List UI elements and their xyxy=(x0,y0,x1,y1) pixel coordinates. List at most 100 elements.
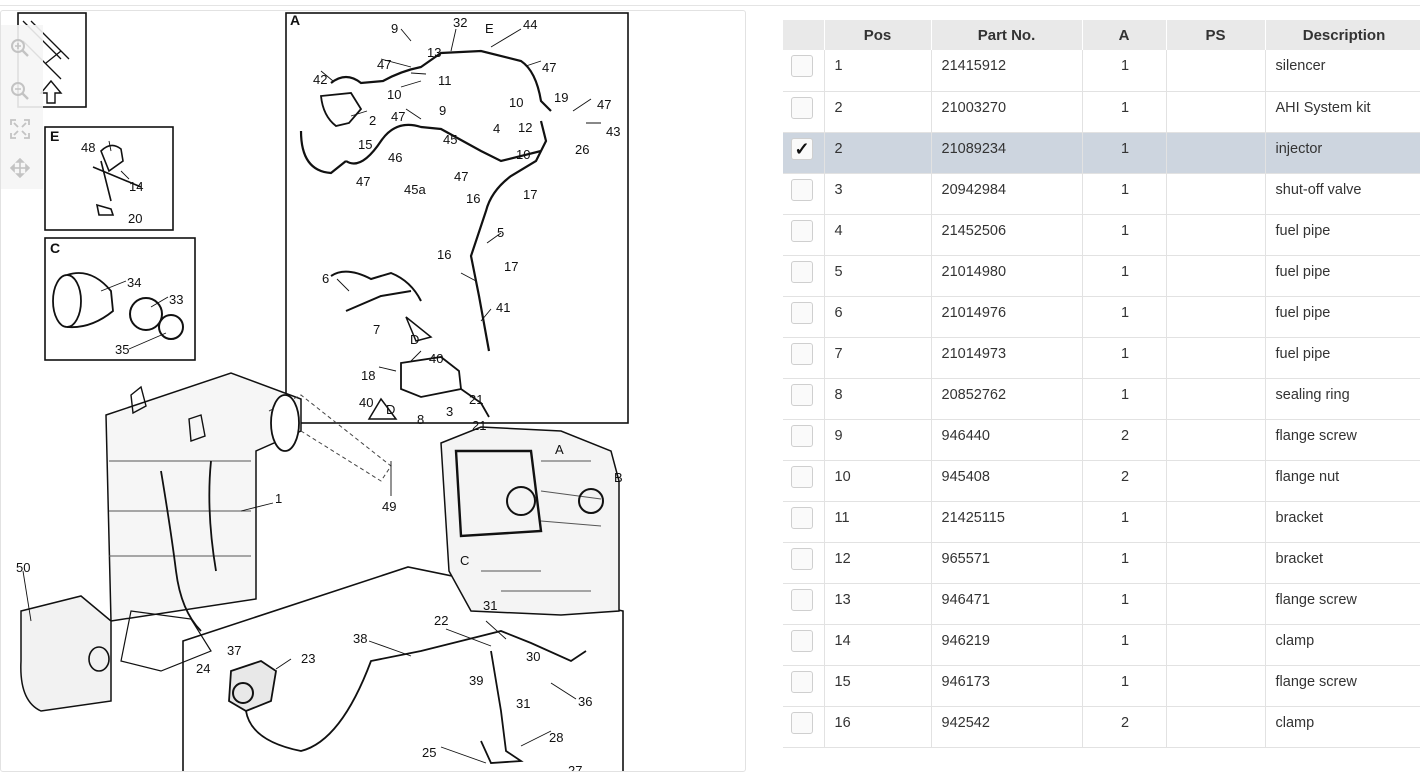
diagram-callout[interactable]: 2 xyxy=(369,113,376,128)
diagram-callout[interactable]: 35 xyxy=(115,342,129,357)
diagram-callout[interactable]: 16 xyxy=(466,191,480,206)
header-pos[interactable]: Pos xyxy=(824,20,932,50)
diagram-callout[interactable]: 8 xyxy=(417,412,424,427)
diagram-callout[interactable]: 47 xyxy=(454,169,468,184)
diagram-callout[interactable]: B xyxy=(614,470,623,485)
zoom-out-button[interactable] xyxy=(7,78,33,104)
diagram-callout[interactable]: 18 xyxy=(361,368,375,383)
diagram-callout[interactable]: 39 xyxy=(469,673,483,688)
diagram-callout[interactable]: 15 xyxy=(358,137,372,152)
header-a[interactable]: A xyxy=(1082,20,1167,50)
row-checkbox[interactable] xyxy=(791,711,813,734)
diagram-callout[interactable]: 38 xyxy=(353,631,367,646)
diagram-callout[interactable]: 10 xyxy=(509,95,523,110)
diagram-callout[interactable]: 31 xyxy=(483,598,497,613)
diagram-callout[interactable]: 17 xyxy=(504,259,518,274)
diagram-callout[interactable]: 17 xyxy=(523,187,537,202)
header-part-no[interactable]: Part No. xyxy=(931,20,1083,50)
diagram-callout[interactable]: 23 xyxy=(301,651,315,666)
diagram-callout[interactable]: 20 xyxy=(128,211,142,226)
diagram-callout[interactable]: 28 xyxy=(549,730,563,745)
diagram-callout[interactable]: 36 xyxy=(578,694,592,709)
diagram-callout[interactable]: 16 xyxy=(437,247,451,262)
diagram-callout[interactable]: 21 xyxy=(469,392,483,407)
header-ps[interactable]: PS xyxy=(1166,20,1266,50)
diagram-callout[interactable]: C xyxy=(460,553,469,568)
row-checkbox[interactable] xyxy=(791,178,813,201)
diagram-callout[interactable]: 48 xyxy=(81,140,95,155)
row-checkbox[interactable] xyxy=(791,670,813,693)
row-checkbox[interactable] xyxy=(791,301,813,324)
diagram-callout[interactable]: 42 xyxy=(313,72,327,87)
diagram-callout[interactable]: 47 xyxy=(356,174,370,189)
diagram-callout[interactable]: 44 xyxy=(523,17,537,32)
diagram-callout[interactable]: 30 xyxy=(526,649,540,664)
diagram-callout[interactable]: 45 xyxy=(443,132,457,147)
diagram-callout[interactable]: 32 xyxy=(453,15,467,30)
diagram-callout[interactable]: 50 xyxy=(16,560,30,575)
row-checkbox[interactable] xyxy=(791,219,813,242)
diagram-callout[interactable]: 47 xyxy=(391,109,405,124)
diagram-callout[interactable]: 43 xyxy=(606,124,620,139)
diagram-callout[interactable]: 24 xyxy=(196,661,210,676)
diagram-callout[interactable]: D xyxy=(410,332,419,347)
diagram-callout[interactable]: 1 xyxy=(275,491,282,506)
diagram-callout[interactable]: 3 xyxy=(446,404,453,419)
diagram-callout[interactable]: 11 xyxy=(438,73,452,88)
diagram-callout[interactable]: 37 xyxy=(227,643,241,658)
diagram-callout[interactable]: 12 xyxy=(518,120,532,135)
diagram-callout[interactable]: 33 xyxy=(169,292,183,307)
diagram-callout[interactable]: 10 xyxy=(516,147,530,162)
diagram-callout[interactable]: 47 xyxy=(597,97,611,112)
diagram-callout[interactable]: 49 xyxy=(382,499,396,514)
row-checkbox[interactable] xyxy=(791,424,813,447)
diagram-callout[interactable]: 14 xyxy=(129,179,143,194)
diagram-callout[interactable]: 34 xyxy=(127,275,141,290)
row-checkbox[interactable] xyxy=(791,588,813,611)
diagram-callout[interactable]: A xyxy=(555,442,564,457)
header-description[interactable]: Description xyxy=(1265,20,1420,50)
diagram-callout[interactable]: 40 xyxy=(429,351,443,366)
diagram-callout[interactable]: 27 xyxy=(568,763,582,771)
diagram-callout[interactable]: 47 xyxy=(377,57,391,72)
diagram-callout[interactable]: 41 xyxy=(496,300,510,315)
row-checkbox[interactable] xyxy=(791,55,813,77)
diagram-callout[interactable]: 45a xyxy=(404,182,426,197)
row-checkbox[interactable] xyxy=(791,260,813,283)
diagram-callout[interactable]: 13 xyxy=(427,45,441,60)
row-checkbox[interactable] xyxy=(791,506,813,529)
zoom-in-button[interactable] xyxy=(7,35,33,61)
diagram-callout[interactable]: 5 xyxy=(497,225,504,240)
pan-button[interactable] xyxy=(7,155,33,181)
fit-screen-button[interactable] xyxy=(7,116,33,142)
diagram-callout[interactable]: 31 xyxy=(516,696,530,711)
row-checkbox[interactable] xyxy=(791,96,813,119)
diagram-callout[interactable]: 9 xyxy=(391,21,398,36)
diagram-callout[interactable]: 25 xyxy=(422,745,436,760)
diagram-callout[interactable]: 46 xyxy=(388,150,402,165)
diagram-callout[interactable]: 26 xyxy=(575,142,589,157)
diagram-callout[interactable]: 19 xyxy=(554,90,568,105)
diagram-callout[interactable]: 40 xyxy=(359,395,373,410)
diagram-callout[interactable]: 9 xyxy=(439,103,446,118)
row-checkbox[interactable] xyxy=(791,547,813,570)
row-checkbox[interactable] xyxy=(791,383,813,406)
diagram-callout[interactable]: 22 xyxy=(434,613,448,628)
diagram-callout[interactable]: 10 xyxy=(387,87,401,102)
